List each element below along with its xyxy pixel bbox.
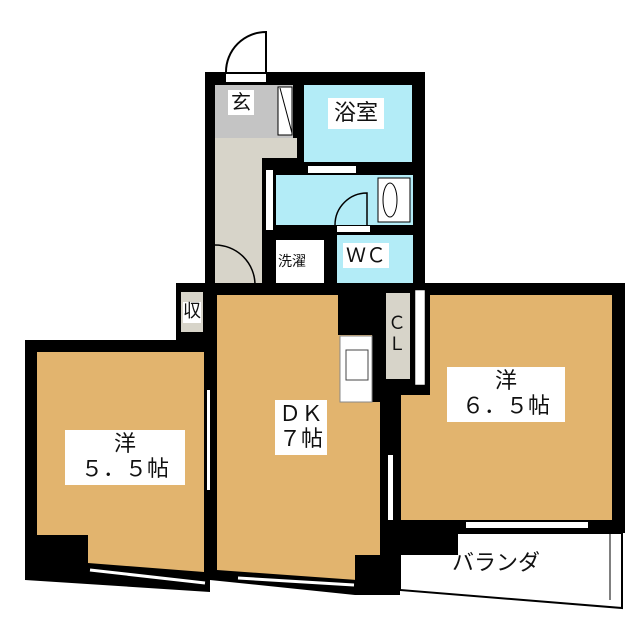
kitchen-sink <box>345 349 369 381</box>
right-room-floor-step <box>401 395 430 420</box>
dk-window <box>237 576 355 587</box>
closet-label-line2: Ｌ <box>388 333 406 355</box>
entrance-door-opening <box>226 74 266 82</box>
storage-label: 収 <box>183 301 201 323</box>
wc-door <box>337 226 370 232</box>
closet-door <box>414 289 426 386</box>
genkan-label: 玄 <box>228 90 254 115</box>
closet-label-line1: Ｃ <box>388 313 406 334</box>
wc-door-swing <box>334 192 368 226</box>
entrance-door <box>225 30 267 73</box>
balcony-wall-corner <box>380 520 458 555</box>
right-room-door <box>388 455 393 520</box>
shoe-cabinet <box>277 86 293 136</box>
bathroom-label: 浴室 <box>328 98 385 130</box>
dk-label: ＤＫ ７帖 <box>275 400 328 455</box>
corridor-floor-upper <box>262 138 297 158</box>
dk-wall-corner <box>355 555 400 595</box>
laundry-label: 洗濯 <box>278 254 306 271</box>
balcony-label: バランダ <box>452 551 541 576</box>
dk-type: ＤＫ <box>279 402 324 427</box>
wc-label: ＷＣ <box>343 243 389 268</box>
western-right-type: 洋 <box>494 369 517 394</box>
corridor-door-swing <box>214 244 256 286</box>
western-room-right-label: 洋 ６．５帖 <box>447 367 565 422</box>
western-room-left-label: 洋 ５．５帖 <box>65 430 185 485</box>
left-room-door <box>207 390 212 490</box>
bathroom-door <box>308 166 356 173</box>
washbasin-bowl <box>382 182 398 218</box>
western-left-type: 洋 <box>113 432 136 457</box>
right-room-window <box>466 522 588 528</box>
washroom-sliding-door <box>266 170 273 230</box>
closet-floor <box>386 293 410 379</box>
left-room-window <box>89 568 206 585</box>
closet-label: Ｃ Ｌ <box>388 313 406 355</box>
dk-size: ７帖 <box>279 427 324 453</box>
western-left-size: ５．５帖 <box>80 457 169 483</box>
corridor-floor <box>215 138 262 283</box>
shoe-cabinet-diagonal <box>279 87 293 134</box>
western-right-size: ６．５帖 <box>461 394 550 420</box>
